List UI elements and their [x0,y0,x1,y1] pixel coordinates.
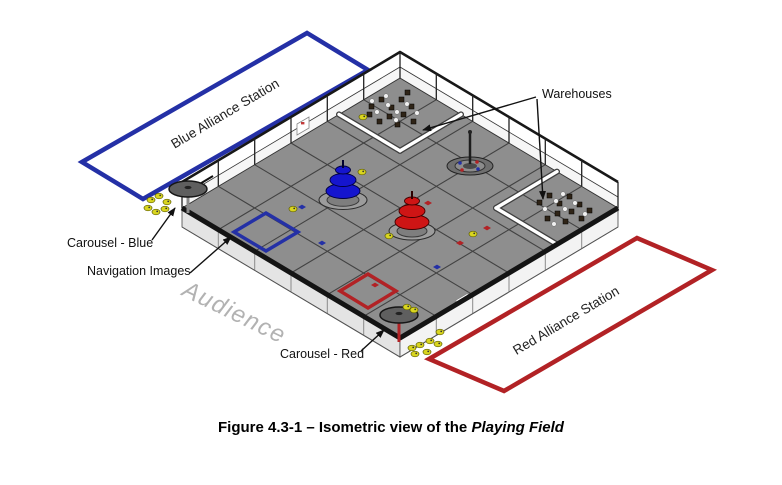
carousel-blue-label: Carousel - Blue [67,236,154,250]
warehouses-arrow-north [422,96,537,132]
blue-carousel [168,175,214,213]
carousel-blue-arrow [151,207,176,241]
warehouses-arrow-east [536,98,547,200]
ducks-red-side [402,303,445,358]
figure-caption-italic: Playing Field [471,419,564,436]
east-warehouse-freight [536,191,593,227]
navigation-images-arrow [189,236,232,274]
back-walls [181,50,619,209]
ducks-blue-side [143,192,172,216]
carousel-red-label: Carousel - Red [280,347,365,361]
shared-shipping-hub [446,130,494,176]
blue-shipping-hub [318,160,368,210]
carousel-red-arrow [360,329,385,352]
navigation-images-label: Navigation Images [87,264,191,278]
red-carousel [379,306,419,342]
nav-image-nw-wall [296,116,310,136]
red-storage-tape [336,272,400,310]
red-shipping-hub [388,191,436,241]
warehouses-label: Warehouses [542,87,612,101]
nav-image-sticker [301,122,305,125]
figure-caption: Figure 4.3-1 – Isometric view of the Pla… [0,419,782,436]
north-warehouse-freight [366,89,420,128]
warehouse-barriers [336,111,560,248]
red-alliance-station-outline [423,235,718,394]
figure-caption-text: Figure 4.3-1 – Isometric view of the [218,419,472,436]
blue-storage-tape [230,211,302,253]
fence-posts [181,52,619,208]
ducks-on-field [288,113,478,240]
annotation-arrows [151,96,547,352]
